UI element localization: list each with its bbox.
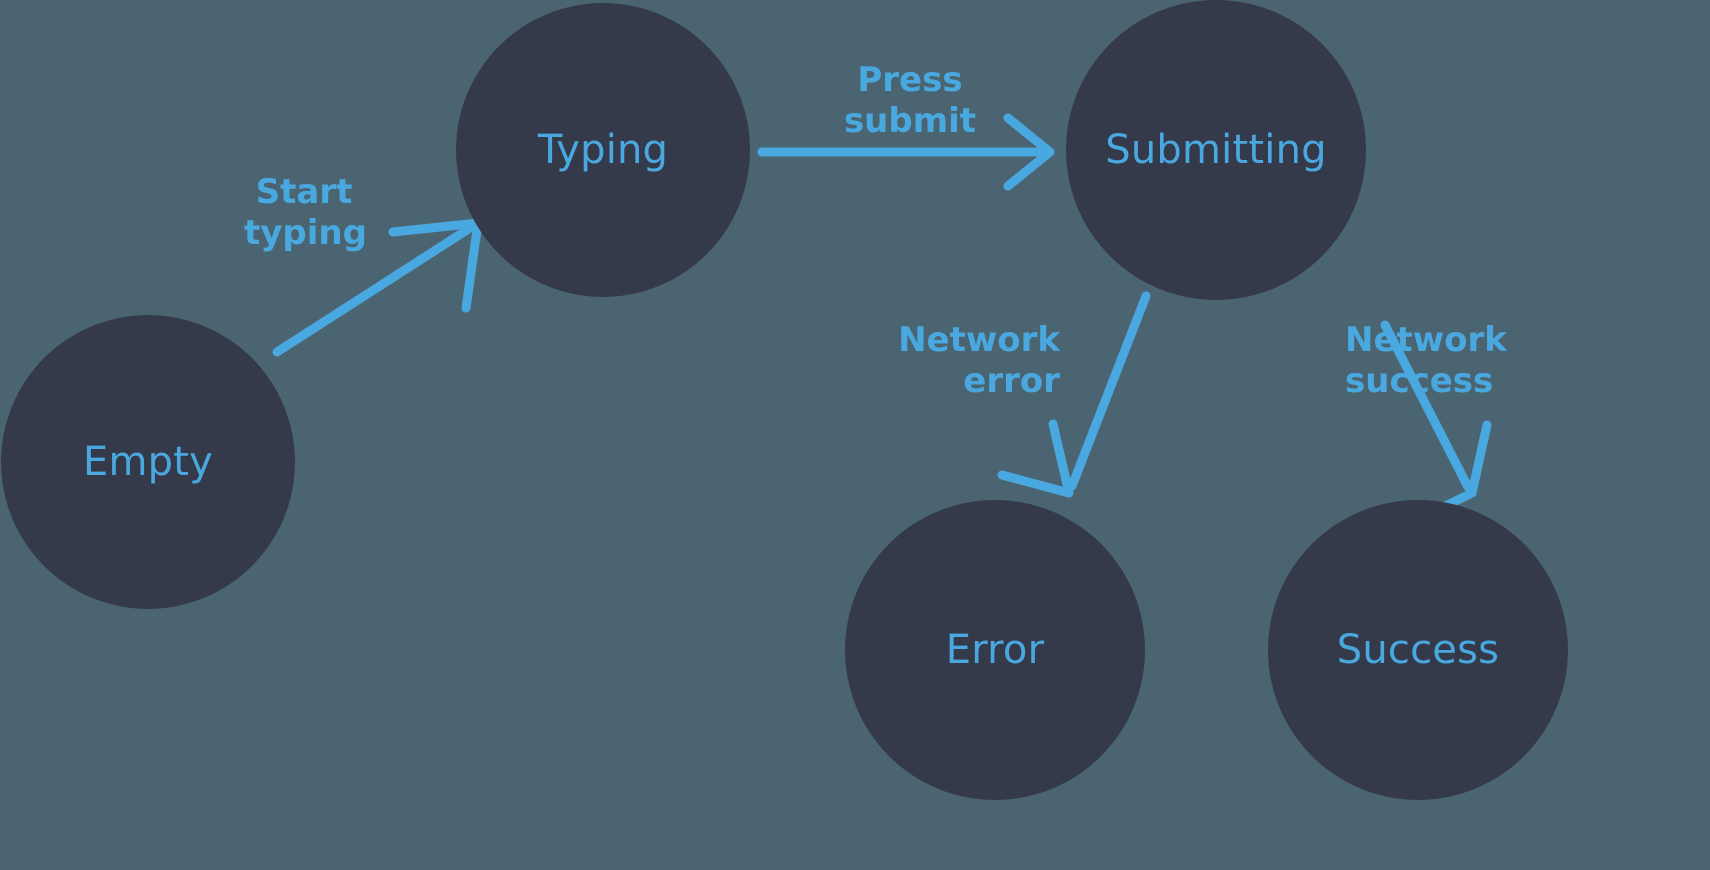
- arrow-network-error: [997, 291, 1151, 498]
- transition-label-network-success: Network success: [1345, 320, 1507, 402]
- state-node-success-label: Success: [1336, 627, 1500, 673]
- state-node-submitting[interactable]: Submitting: [1066, 0, 1366, 300]
- state-node-success[interactable]: Success: [1268, 500, 1568, 800]
- state-node-error[interactable]: Error: [845, 500, 1145, 800]
- arrow-press-submit: [757, 113, 1055, 191]
- transition-label-network-error: Network error: [898, 320, 1060, 402]
- transition-label-start-typing: Start typing: [244, 172, 367, 254]
- state-node-empty-label: Empty: [83, 439, 213, 485]
- state-node-empty[interactable]: Empty: [1, 315, 295, 609]
- transition-label-press-submit: Press submit: [843, 60, 977, 142]
- state-node-typing[interactable]: Typing: [456, 3, 750, 297]
- state-node-typing-label: Typing: [537, 127, 669, 173]
- state-node-submitting-label: Submitting: [1105, 127, 1327, 173]
- state-node-error-label: Error: [945, 627, 1045, 673]
